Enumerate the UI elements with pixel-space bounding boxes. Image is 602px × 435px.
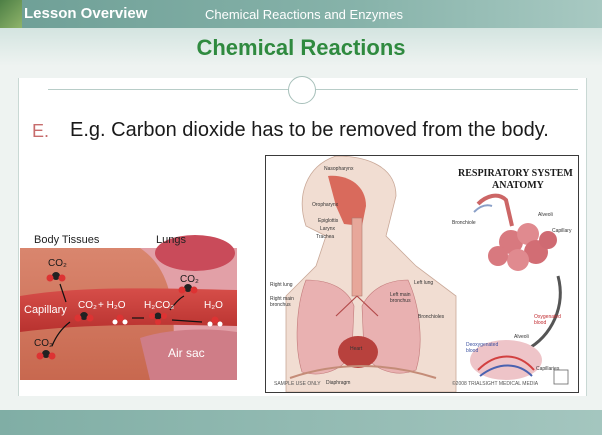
- divider-circle-icon: [288, 76, 316, 104]
- label-oxygenated-blood: Oxygenated blood: [534, 314, 564, 326]
- label-capillaries: Capillaries: [536, 366, 559, 372]
- divider-left: [48, 89, 288, 90]
- label-plus-h2o: + H₂O: [98, 300, 126, 311]
- bullet-letter: E.: [32, 121, 49, 142]
- label-alveoli-lower: Alveoli: [514, 334, 529, 340]
- watermark-sample-use: SAMPLE USE ONLY: [274, 381, 321, 387]
- label-diaphragm: Diaphragm: [326, 380, 350, 386]
- label-co2-bottom: CO₂: [34, 338, 53, 349]
- co2-transport-figure: Body Tissues Lungs CO₂ Capillary CO₂ + H…: [20, 228, 237, 380]
- label-h2o-right: H₂O: [204, 300, 223, 311]
- subtopic-label: Chemical Reactions and Enzymes: [205, 7, 403, 22]
- label-left-lung: Left lung: [414, 280, 433, 286]
- label-h2co3: H₂CO₃: [144, 300, 174, 311]
- label-oropharynx: Oropharynx: [312, 202, 338, 208]
- label-bronchioles-lung: Bronchioles: [418, 314, 444, 320]
- label-capillary-right: Capillary: [552, 228, 571, 234]
- slide-footer: [0, 410, 602, 435]
- label-co2-top: CO₂: [48, 258, 67, 269]
- label-trachea: Trachea: [316, 234, 334, 240]
- label-co2-right: CO₂: [180, 274, 199, 285]
- lesson-overview-label: Lesson Overview: [24, 5, 147, 22]
- respiratory-anatomy-illustration: [266, 156, 578, 392]
- alveoli-cluster-icon: [488, 223, 557, 271]
- copyright-text: ©2008 TRIALSIGHT MEDICAL MEDIA: [452, 381, 538, 387]
- label-bronchiole: Bronchiole: [452, 220, 476, 226]
- anatomy-title-line1: RESPIRATORY SYSTEM: [458, 168, 573, 179]
- label-co2-mid: CO₂: [78, 300, 97, 311]
- label-lungs: Lungs: [156, 234, 186, 246]
- bullet-text: E.g. Carbon dioxide has to be removed fr…: [70, 118, 570, 143]
- respiratory-anatomy-figure: RESPIRATORY SYSTEM ANATOMY Nasopharynx O…: [265, 155, 579, 393]
- label-nasopharynx: Nasopharynx: [324, 166, 353, 172]
- label-left-main-bronchus: Left main bronchus: [390, 292, 418, 304]
- label-air-sac: Air sac: [168, 346, 205, 360]
- label-larynx: Larynx: [320, 226, 335, 232]
- label-body-tissues: Body Tissues: [34, 234, 99, 246]
- label-heart: Heart: [350, 346, 362, 352]
- slide-header: Lesson Overview Chemical Reactions and E…: [0, 0, 602, 66]
- label-capillary: Capillary: [24, 304, 67, 316]
- anatomy-title-line2: ANATOMY: [492, 180, 544, 191]
- divider-right: [316, 89, 578, 90]
- slide-title: Chemical Reactions: [0, 35, 602, 61]
- label-epiglottis: Epiglottis: [318, 218, 338, 224]
- leaf-icon: [0, 0, 22, 28]
- label-deoxygenated-blood: Deoxygenated blood: [466, 342, 502, 354]
- label-right-lung: Right lung: [270, 282, 293, 288]
- label-right-main-bronchus: Right main bronchus: [270, 296, 300, 308]
- label-alveoli: Alveoli: [538, 212, 553, 218]
